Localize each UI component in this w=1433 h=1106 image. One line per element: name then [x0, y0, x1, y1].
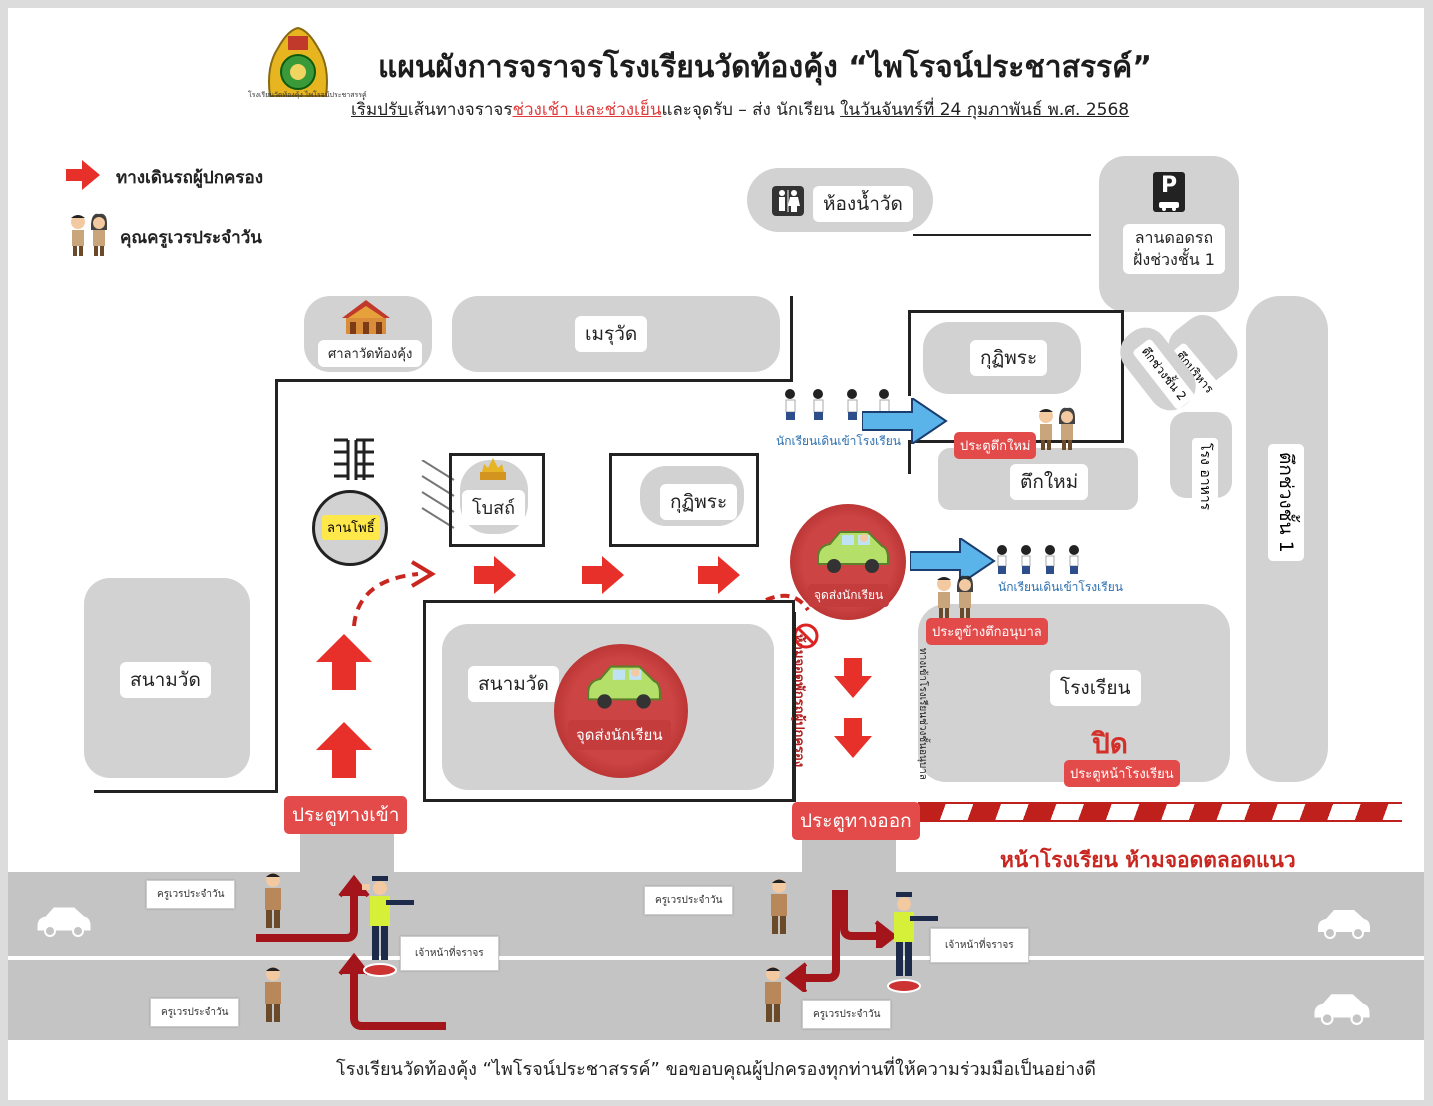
- blue-walk-arrow-1: [861, 396, 948, 448]
- teacher-icon-newgate: [1034, 406, 1080, 456]
- teacher-icon-kindergate: [932, 574, 978, 624]
- route-arrow-up-2: [316, 634, 372, 694]
- teacher-sign-1: ครูเวรประจำวัน: [146, 880, 236, 909]
- wall-top: [275, 379, 792, 382]
- closed-label: ปิด: [1092, 727, 1128, 760]
- subtitle-date: ในวันจันทร์ที่ 24 กุมภาพันธ์ พ.ศ. 2568: [840, 100, 1130, 120]
- teacher-sign-4: ครูเวรประจำวัน: [802, 1000, 892, 1029]
- traffic-officer-icon-2: [886, 892, 942, 1000]
- dropoff-label-1: จุดส่งนักเรียน: [808, 584, 890, 607]
- officer-sign-2: เจ้าหน้าที่จราจร: [930, 928, 1029, 963]
- parking-icon-letter: P: [1160, 173, 1178, 198]
- traffic-officer-icon-1: [362, 876, 418, 984]
- subtitle-dropoff: และจุดรับ – ส่ง นักเรียน: [661, 100, 841, 120]
- wall-right-vertical: [793, 612, 796, 802]
- parking-icon: P: [1153, 172, 1185, 212]
- teacher-sign-2: ครูเวรประจำวัน: [150, 998, 240, 1027]
- sala-label: ศาลาวัดท้องคุ้ง: [318, 340, 423, 367]
- kuti-top-label: กุฏิพระ: [970, 340, 1048, 376]
- front-gate: ประตูหน้าโรงเรียน: [1064, 760, 1180, 787]
- students-walking-icon-2: [992, 544, 1088, 580]
- road-center-line: [8, 956, 1424, 960]
- page-subtitle: เริ่มปรับเส้นทางจราจรช่วงเช้า และช่วงเย็…: [351, 96, 1129, 123]
- ubosot-icon: [476, 458, 510, 486]
- school-label: โรงเรียน: [1050, 670, 1141, 706]
- footer-thanks: โรงเรียนวัดท้องคุ้ง “ไพโรจน์ประชาสรรค์” …: [336, 1059, 1096, 1080]
- meru-label: เมรุวัด: [575, 316, 648, 352]
- legend-arrow-icon: [66, 160, 100, 194]
- field-center-label: สนามวัด: [468, 666, 559, 702]
- kuti-mid-label: กุฏิพระ: [660, 484, 738, 520]
- no-parking-front-label: หน้าโรงเรียน ห้ามจอดตลอดแนว: [1000, 848, 1296, 872]
- route-dashed-curve: [348, 560, 438, 634]
- kuti-top-frame-left2: [908, 440, 911, 474]
- page-title: แผนผังการจราจรโรงเรียนวัดท้องคุ้ง “ไพโรจ…: [378, 50, 1152, 85]
- teacher-icon-road-3: [766, 878, 792, 940]
- ubosot-label: โบสถ์: [462, 490, 525, 525]
- car-icon-road-right-2: [1310, 990, 1374, 1030]
- kinder-path-text: ทางเข้าโรงเรียนช่วงชั้นอนุบาล: [917, 648, 928, 780]
- students-walking-icon-1: [778, 386, 898, 430]
- teacher-icon-road-4: [760, 966, 786, 1028]
- sala-icon: [338, 298, 394, 342]
- teacher-icon-road-2: [260, 966, 286, 1028]
- blue-walk-arrow-2: [909, 536, 996, 588]
- field-left-label: สนามวัด: [120, 662, 211, 698]
- students-walking-label-2: นักเรียนเดินเข้าโรงเรียน: [998, 580, 1123, 594]
- legend-arrow-label: ทางเดินรถผู้ปกครอง: [116, 168, 264, 188]
- officer-sign-1: เจ้าหน้าที่จราจร: [400, 936, 499, 971]
- route-arrow-right-3: [698, 556, 740, 598]
- toilet-line: [913, 234, 1091, 236]
- turn-arrow-entrance-lower: [334, 952, 454, 1036]
- no-parking-icon: [792, 622, 820, 654]
- teacher-sign-3: ครูเวรประจำวัน: [644, 886, 734, 915]
- legend-teacher-icon: [66, 212, 112, 262]
- level1-building-label: ตึกช่วงชั้น 1: [1268, 444, 1304, 561]
- toilet-label: ห้องน้ำวัด: [813, 186, 913, 222]
- logo-caption: โรงเรียนวัดท้องคุ้ง ไพโรจน์ประชาสรรค์: [248, 91, 367, 99]
- exit-driveway: [802, 836, 896, 872]
- wall-left: [275, 379, 278, 791]
- route-dashed-curve-down: [764, 588, 834, 632]
- subtitle-time: ช่วงเช้า และช่วงเย็น: [512, 100, 662, 120]
- wall-left-bottom: [94, 790, 278, 793]
- kuti-top-frame-right: [1121, 310, 1124, 440]
- route-arrow-up-1: [316, 722, 372, 782]
- ubosot-frame: [449, 453, 545, 547]
- kuti-top-frame: [908, 310, 1122, 313]
- students-walking-label-1: นักเรียนเดินเข้าโรงเรียน: [776, 434, 901, 448]
- new-building-label: ตึกใหม่: [1010, 464, 1089, 500]
- parking-label: ลานดอดรถ ฝั่งช่วงชั้น 1: [1123, 224, 1225, 274]
- kinder-gate: ประตูข้างตึกอนุบาล: [926, 618, 1048, 645]
- car-icon-road-left: [34, 904, 94, 942]
- car-icon-2: [582, 658, 662, 716]
- kuti-top-frame-left: [908, 310, 911, 396]
- new-building-gate: ประตูตึกใหม่: [954, 432, 1037, 459]
- subtitle-route: เส้นทางจราจร: [407, 100, 513, 120]
- route-arrow-down-2: [834, 718, 872, 762]
- legend-teacher-label: คุณครูเวรประจำวัน: [120, 228, 262, 248]
- car-icon-1: [812, 524, 890, 580]
- map-canvas: โรงเรียนวัดท้องคุ้ง ไพโรจน์ประชาสรรค์ แผ…: [8, 8, 1424, 1100]
- route-arrow-down-1: [834, 658, 872, 702]
- teacher-icon-road-1: [260, 872, 286, 934]
- wall-right-top: [790, 296, 793, 382]
- barrier-fence: [918, 802, 1402, 822]
- entrance-driveway: [300, 832, 394, 872]
- entrance-gate-label: ประตูทางเข้า: [284, 796, 408, 834]
- hatch-lines: [418, 459, 458, 540]
- bodhi-yard-label: ลานโพธิ์: [322, 515, 380, 540]
- canteen-label: โรง อาหาร: [1192, 438, 1218, 516]
- car-icon-road-right-1: [1314, 906, 1374, 944]
- subtitle-start: เริ่มปรับ: [351, 100, 408, 120]
- kuti-mid-frame: [609, 453, 759, 547]
- turn-arrow-exit-left: [784, 888, 854, 996]
- dropoff-label-2: จุดส่งนักเรียน: [568, 720, 671, 750]
- route-arrow-right-1: [474, 556, 516, 598]
- school-logo: [258, 26, 338, 108]
- exit-gate-label: ประตูทางออก: [792, 802, 920, 840]
- toilet-icon: [772, 186, 804, 216]
- route-arrow-right-2: [582, 556, 624, 598]
- bodhi-grid-icon: [330, 436, 378, 488]
